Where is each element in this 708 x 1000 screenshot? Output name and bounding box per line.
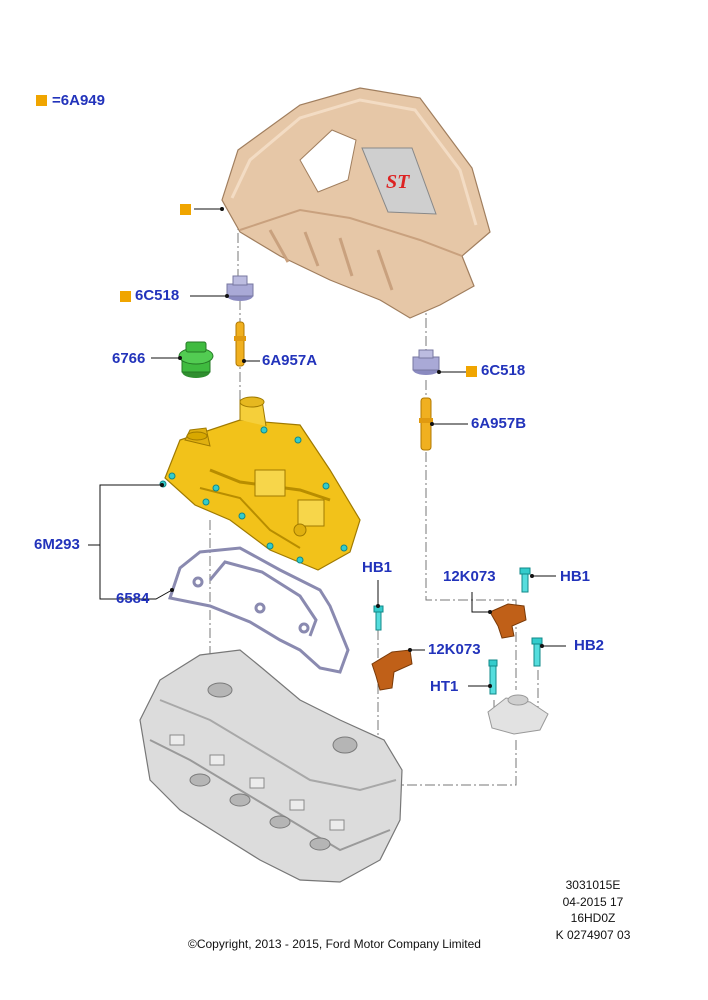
label-grommet-left: 6C518 (135, 287, 180, 304)
grommet-right-marker (466, 366, 477, 377)
cover-marker (180, 204, 191, 215)
legend-marker (36, 95, 47, 106)
grommet-left-marker (120, 291, 131, 302)
label-stud-b: 6A957B (471, 415, 527, 432)
sensor-right-part (489, 603, 527, 639)
meta-line-2: 04-2015 17 (562, 895, 624, 909)
label-grommet-right: 6C518 (481, 362, 526, 379)
label-sensor-left: 12K073 (428, 641, 481, 658)
label-bolt-ht1: HT1 (430, 678, 459, 695)
meta-line-1: 3031015E (565, 878, 621, 892)
engine-cover (221, 87, 491, 319)
meta-line-4: K 0274907 03 (555, 928, 631, 942)
legend-text: =6A949 (52, 93, 105, 109)
stud-a-part (234, 321, 246, 367)
leader-dots (160, 207, 544, 688)
copyright-text: ©Copyright, 2013 - 2015, Ford Motor Comp… (188, 937, 481, 951)
label-bolt-hb2: HB2 (574, 637, 605, 654)
cylinder-head-part (139, 649, 403, 883)
label-stud-a: 6A957A (262, 352, 318, 369)
label-gasket: 6584 (116, 590, 150, 607)
label-bolt-hb1-right: HB1 (560, 568, 591, 585)
leader-lines (88, 208, 566, 687)
cover-badge-text: ST (386, 171, 410, 193)
bolt-ht1-part (488, 659, 498, 695)
label-cam-cover: 6M293 (34, 536, 80, 553)
label-bolt-hb1-left: HB1 (362, 559, 393, 576)
stud-b-part (419, 397, 433, 451)
legend-code: 6A949 (60, 92, 105, 109)
sensor-left-part (371, 649, 413, 691)
label-sensor-right: 12K073 (443, 568, 496, 585)
cam-cover-part (159, 396, 361, 571)
oil-cap-part (178, 341, 214, 378)
bolt-hb1-left-part (373, 605, 384, 631)
meta-line-3: 16HD0Z (570, 911, 616, 925)
gasket-part (168, 546, 350, 674)
legend-eq: = (52, 92, 61, 109)
sensor-bracket-part (487, 694, 549, 735)
bolt-hb1-right-part (519, 567, 531, 593)
grommet-left-part (226, 275, 254, 301)
grommet-right-part (412, 349, 440, 375)
bolt-hb2-part (531, 637, 543, 667)
label-oil-cap: 6766 (112, 350, 146, 367)
